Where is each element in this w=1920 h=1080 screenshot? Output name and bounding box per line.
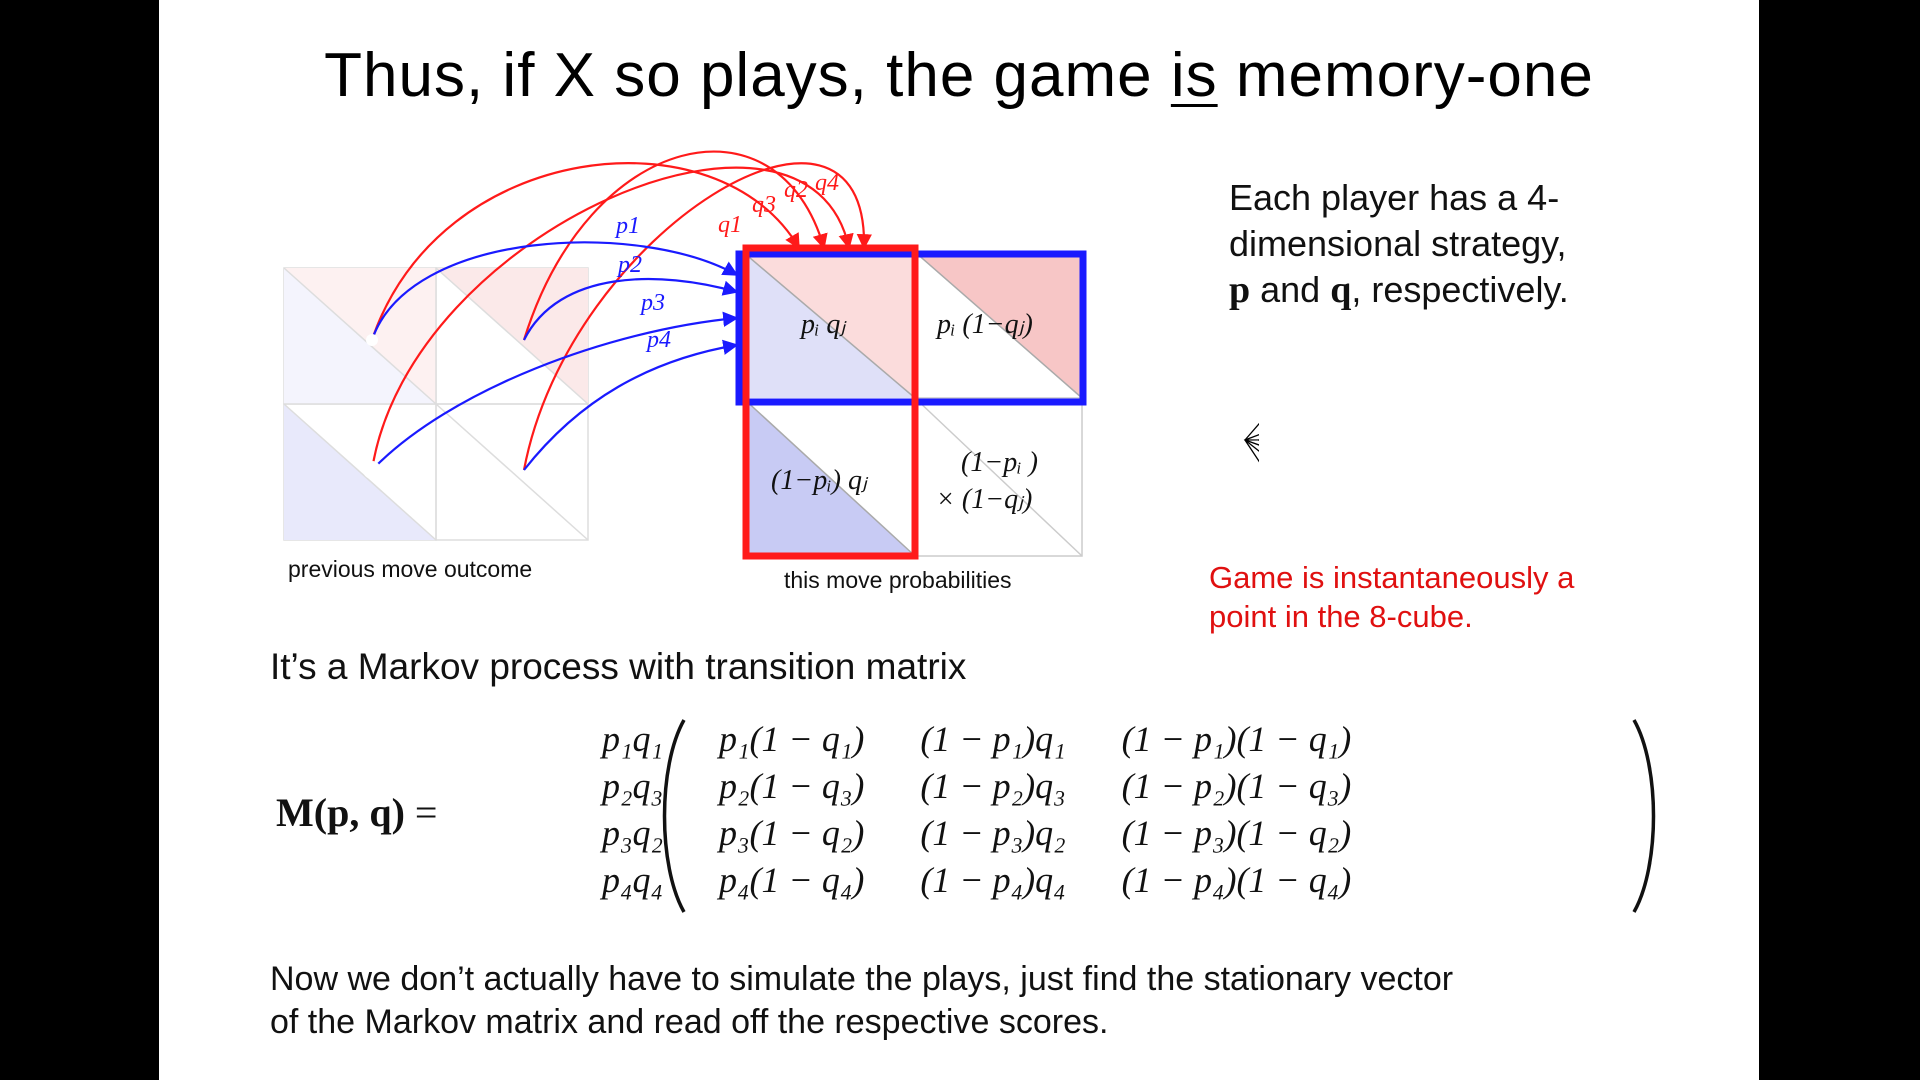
matrix-left-paren: [662, 719, 686, 913]
summary-line-1: Now we don’t actually have to simulate t…: [270, 960, 1454, 998]
eight-cube-wireframe: [1243, 422, 1259, 463]
matrix-cell: p₁q₁: [602, 718, 664, 759]
game-note-line-1: Game is instantaneously a: [1209, 560, 1575, 595]
matrix-cell: p₃(1 − q₂): [719, 812, 865, 853]
arrow-label-p1: p1: [614, 213, 640, 239]
summary-line-2: of the Markov matrix and read off the re…: [270, 1003, 1109, 1041]
arrow-label-p3: p3: [639, 290, 665, 316]
arrow-label-q3: q3: [752, 192, 776, 218]
slide-title: Thus, if X so plays, the game is memory-…: [159, 40, 1759, 111]
red-column-outline: [742, 244, 919, 560]
matrix-row: p₂q₃ p₂(1 − q₃) (1 − p₂)q₃ (1 − p₂)(1 − …: [554, 762, 1379, 809]
matrix-cell: p₁(1 − q₁): [719, 718, 865, 759]
cell-bottom-right-line2: × (1−qⱼ): [936, 484, 1032, 515]
matrix-row: p₁q₁ p₁(1 − q₁) (1 − p₁)q₁ (1 − p₁)(1 − …: [554, 715, 1379, 762]
cell-top-right: pᵢ (1−qⱼ): [935, 309, 1033, 340]
strategy-line-1: Each player has a 4-: [1229, 177, 1560, 218]
matrix-cell: (1 − p₃)(1 − q₂): [1121, 812, 1352, 853]
matrix-cell: (1 − p₃)q₂: [920, 812, 1066, 853]
matrix-right-paren: [1632, 719, 1656, 913]
game-note-line-2: point in the 8-cube.: [1209, 599, 1473, 634]
matrix-lhs-equals: =: [404, 790, 438, 835]
matrix-row: p₄q₄ p₄(1 − q₄) (1 − p₄)q₄ (1 − p₄)(1 − …: [554, 856, 1379, 903]
slide: Thus, if X so plays, the game is memory-…: [159, 0, 1759, 1080]
matrix-lhs: M(p, q) =: [276, 789, 437, 836]
title-underlined-word: is: [1170, 41, 1218, 110]
previous-outcome-grid: [283, 267, 589, 541]
arrow-label-q4: q4: [815, 170, 839, 196]
this-move-grid: [735, 244, 1087, 560]
strategy-line-3-rest: , respectively.: [1351, 269, 1569, 310]
strategy-text: Each player has a 4- dimensional strateg…: [1229, 175, 1649, 313]
cell-bottom-left: (1−pᵢ) qⱼ: [771, 465, 869, 496]
strategy-line-3: p and q, respectively.: [1229, 267, 1649, 313]
caption-this-move: this move probabilities: [784, 567, 1012, 593]
game-note: Game is instantaneously a point in the 8…: [1209, 558, 1679, 636]
matrix-cell: p₄q₄: [602, 859, 664, 900]
blue-row-outline: [735, 250, 1087, 406]
cell-top-left: pᵢ qⱼ: [799, 309, 847, 340]
arrow-label-p4: p4: [645, 327, 671, 353]
cell-bottom-right-line1: (1−pᵢ ): [961, 447, 1038, 478]
matrix-cell: (1 − p₂)(1 − q₃): [1121, 765, 1352, 806]
red-arrows: [370, 150, 873, 471]
transition-matrix: p₁q₁ p₁(1 − q₁) (1 − p₁)q₁ (1 − p₁)(1 − …: [554, 715, 1379, 903]
matrix-cell: (1 − p₁)(1 − q₁): [1121, 718, 1352, 759]
arrow-label-q1: q1: [718, 212, 742, 238]
transition-diagram: p1 p2 p3 p4 q1 q3 q2 q4 pᵢ qⱼ pᵢ (1−qⱼ) …: [283, 150, 1259, 560]
strategy-and: and: [1250, 269, 1331, 310]
blue-arrows: [370, 241, 739, 471]
bold-q: q: [1330, 269, 1352, 311]
matrix-row: p₃q₂ p₃(1 − q₂) (1 − p₃)q₂ (1 − p₃)(1 − …: [554, 809, 1379, 856]
matrix-cell: p₄(1 − q₄): [719, 859, 865, 900]
matrix-cell: (1 − p₄)q₄: [920, 859, 1066, 900]
bold-p: p: [1229, 269, 1251, 311]
matrix-cell: p₂q₃: [602, 765, 664, 806]
arrow-label-q2: q2: [784, 177, 808, 203]
title-post: memory-one: [1217, 41, 1594, 110]
title-pre: Thus, if X so plays, the game: [324, 41, 1171, 110]
arrow-label-p2: p2: [616, 252, 642, 278]
matrix-cell: (1 − p₄)(1 − q₄): [1121, 859, 1352, 900]
strategy-line-2: dimensional strategy,: [1229, 223, 1567, 264]
matrix-cell: p₂(1 − q₃): [719, 765, 865, 806]
matrix-cell: (1 − p₂)q₃: [920, 765, 1066, 806]
matrix-cell: (1 − p₁)q₁: [920, 718, 1066, 759]
caption-previous-move: previous move outcome: [288, 556, 533, 582]
matrix-cell: p₃q₂: [602, 812, 664, 853]
markov-intro: It’s a Markov process with transition ma…: [270, 646, 967, 687]
summary-text: Now we don’t actually have to simulate t…: [270, 958, 1710, 1044]
matrix-lhs-symbol: M(p, q): [276, 790, 405, 835]
